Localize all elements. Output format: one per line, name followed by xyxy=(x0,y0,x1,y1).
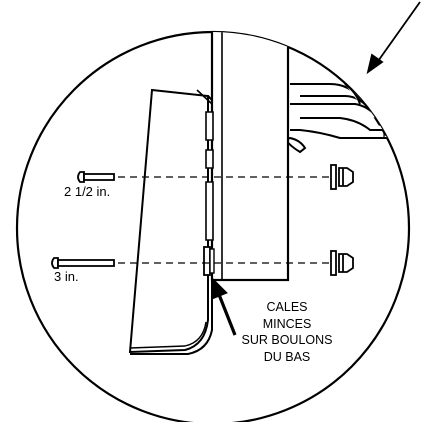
shim xyxy=(209,248,215,274)
callout-line: DU BAS xyxy=(263,349,311,364)
vertical-post xyxy=(210,32,290,282)
bolt-lower-label: 3 in. xyxy=(54,269,79,284)
bracket-plate xyxy=(128,88,214,355)
shim-callout: CALES MINCES SUR BOULONS DU BAS xyxy=(231,299,343,365)
callout-line: CALES xyxy=(266,300,308,314)
bolt-upper xyxy=(77,171,115,183)
leader-arrow-top xyxy=(366,1,421,75)
callout-line: SUR BOULONS xyxy=(241,333,333,347)
bolt-lower xyxy=(51,257,115,269)
shim-arrow xyxy=(211,277,237,336)
nut-lower xyxy=(330,250,354,276)
nut-upper xyxy=(330,164,354,190)
callout-line: MINCES xyxy=(262,316,312,331)
bolt-upper-label: 2 1/2 in. xyxy=(64,184,111,199)
shim xyxy=(203,246,211,276)
